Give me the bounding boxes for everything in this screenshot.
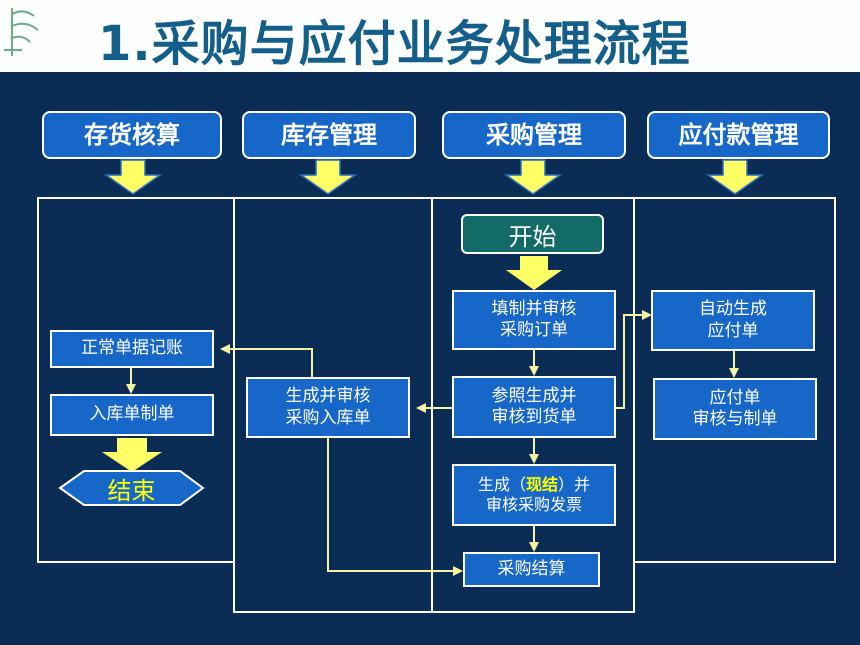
node-receipt-voucher: 入库单制单 (50, 394, 214, 436)
header-down-arrow (705, 159, 765, 195)
cash-settlement-highlight: 现结 (525, 475, 558, 494)
end-down-arrow (102, 438, 162, 472)
node-text: 审核采购发票 (485, 495, 582, 514)
start-node: 开始 (461, 214, 604, 254)
node-purchase-invoice: 生成（现结）并 审核采购发票 (452, 464, 616, 526)
node-auto-generate-payable: 自动生成 应付单 (651, 290, 815, 351)
node-normal-bookkeeping: 正常单据记账 (50, 330, 214, 368)
node-text: 审核与制单 (692, 409, 778, 429)
connector-arrival-to-payable (616, 310, 652, 409)
title-bar: 1.采购与应付业务处理流程 (0, 0, 860, 72)
lane-header-inventory-accounting: 存货核算 (42, 111, 222, 159)
connector-receipt-to-settle (327, 438, 463, 576)
node-text: 采购入库单 (285, 407, 371, 428)
lane-header-stock-management: 库存管理 (242, 111, 416, 159)
page-title: 1.采购与应付业务处理流程 (98, 16, 691, 72)
lane-payable-management (633, 197, 836, 563)
node-refer-arrival: 参照生成并 审核到货单 (452, 376, 616, 438)
end-node-label: 结束 (107, 476, 156, 505)
header-down-arrow (298, 159, 358, 195)
header-down-arrow (103, 159, 163, 195)
node-review-payable: 应付单 审核与制单 (653, 378, 817, 440)
header-down-arrow (503, 159, 563, 195)
node-text: 填制并审核 (491, 298, 577, 319)
connector-receipt-to-bookkeeping (220, 344, 313, 377)
node-text: 应付单 (709, 387, 761, 408)
node-purchase-settlement: 采购结算 (463, 552, 600, 587)
node-text: 生成并审核 (285, 386, 371, 407)
node-text: 采购订单 (500, 320, 568, 340)
start-down-arrow (506, 256, 562, 290)
decorative-plant-icon (4, 8, 39, 56)
node-text: 审核到货单 (491, 407, 577, 427)
node-generate-receipt: 生成并审核 采购入库单 (246, 377, 410, 438)
node-text: 生成（ (477, 475, 526, 494)
node-text: 自动生成 (699, 299, 767, 320)
lane-header-payable-management: 应付款管理 (647, 111, 830, 159)
end-node-shape (58, 470, 205, 506)
node-text: ）并 (558, 475, 591, 494)
node-text: 应付单 (707, 320, 759, 341)
lane-header-purchase-management: 采购管理 (442, 111, 626, 159)
node-text: 参照生成并 (491, 385, 577, 406)
node-fill-purchase-order: 填制并审核 采购订单 (452, 290, 616, 350)
